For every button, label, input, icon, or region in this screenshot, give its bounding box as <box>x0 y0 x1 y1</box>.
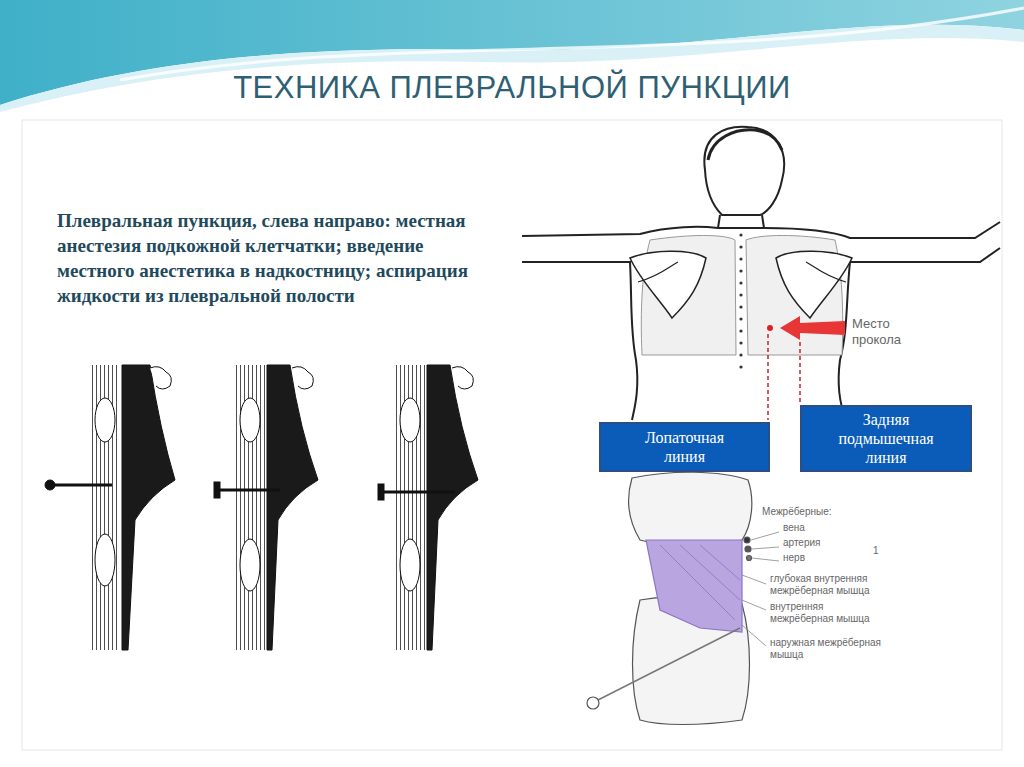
slide-frame <box>22 120 1002 750</box>
part-label: вена <box>783 522 843 534</box>
line-label-text: Лопаточная линия <box>629 428 741 466</box>
slide-title: ТЕХНИКА ПЛЕВРАЛЬНОЙ ПУНКЦИИ <box>0 70 1024 106</box>
header-wave <box>120 8 1024 80</box>
part-label: глубокая внутренняя межрёберная мышца <box>770 573 882 597</box>
line-label-text: Задняя подмышечная линия <box>824 410 948 468</box>
callout-number: 1 <box>873 545 885 557</box>
part-label: внутренняя межрёберная мышца <box>770 601 882 625</box>
part-label: артерия <box>783 537 843 549</box>
header-wave <box>0 25 1024 112</box>
puncture-point <box>767 325 773 331</box>
intercostal-section <box>587 472 752 724</box>
part-label: наружная межрёберная мышца <box>770 637 882 661</box>
description-text: Плевральная пункция, слева направо: мест… <box>57 208 502 308</box>
line-label-box: Задняя подмышечная линия <box>800 405 972 472</box>
puncture-label: Место прокола <box>852 316 942 347</box>
part-label: нерв <box>783 552 843 564</box>
needle-panel <box>214 365 318 650</box>
patient-back-figure <box>522 127 1000 420</box>
needle-panel <box>378 365 478 650</box>
spine-dots <box>739 233 742 368</box>
part-label: Межрёберные: <box>762 506 872 518</box>
puncture-arrow <box>780 316 845 340</box>
axillary-line-marker <box>799 342 801 404</box>
needle-panel <box>45 365 175 650</box>
line-label-box: Лопаточная линия <box>599 422 770 472</box>
scapular-line-marker <box>767 334 769 420</box>
